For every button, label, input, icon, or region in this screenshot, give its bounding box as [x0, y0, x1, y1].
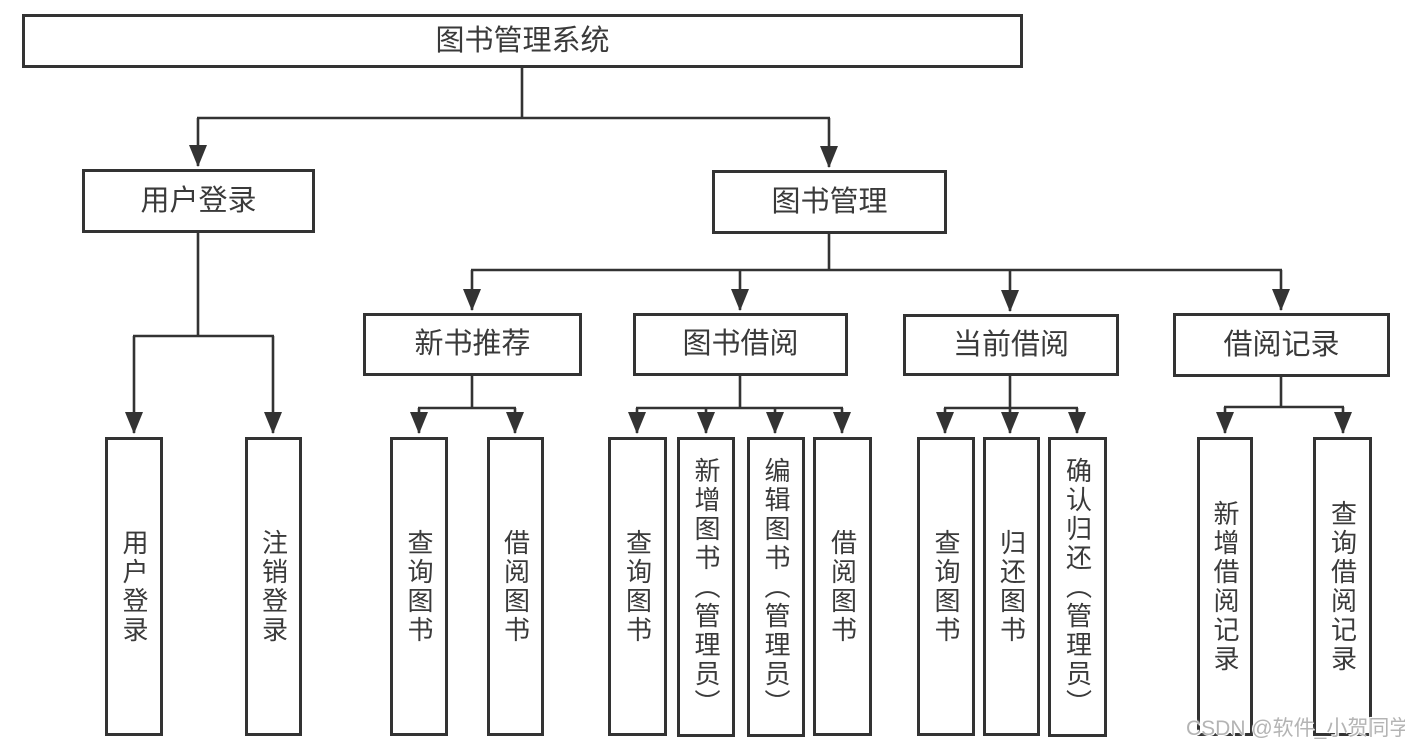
- leaf-edit-book-admin: 编辑图书（管理员）: [747, 437, 805, 737]
- leaf-query-borrow-record: 查询借阅记录: [1313, 437, 1372, 736]
- leaf-confirm-return-admin: 确认归还（管理员）: [1048, 437, 1107, 737]
- leaf-add-borrow-record: 新增借阅记录: [1197, 437, 1253, 736]
- leaf-borrow-book-borrowing: 借阅图书: [813, 437, 872, 736]
- node-new-book-recommend: 新书推荐: [363, 313, 582, 376]
- leaf-query-book-recommend: 查询图书: [390, 437, 448, 736]
- node-library-system: 图书管理系统: [22, 14, 1023, 68]
- leaf-logout: 注销登录: [245, 437, 302, 736]
- leaf-add-book-admin: 新增图书（管理员）: [677, 437, 735, 737]
- leaf-borrow-book-recommend: 借阅图书: [487, 437, 544, 736]
- leaf-user-login: 用户登录: [105, 437, 163, 736]
- node-borrowing-records: 借阅记录: [1173, 313, 1390, 377]
- node-book-management: 图书管理: [712, 170, 947, 234]
- csdn-watermark: CSDN @软件_小贺同学: [1186, 717, 1405, 740]
- leaf-query-book-current: 查询图书: [917, 437, 975, 736]
- node-current-borrowing: 当前借阅: [903, 314, 1119, 376]
- leaf-query-book-borrowing: 查询图书: [608, 437, 667, 736]
- node-book-borrowing: 图书借阅: [633, 313, 848, 376]
- leaf-return-book: 归还图书: [983, 437, 1040, 736]
- node-user-login: 用户登录: [82, 169, 315, 233]
